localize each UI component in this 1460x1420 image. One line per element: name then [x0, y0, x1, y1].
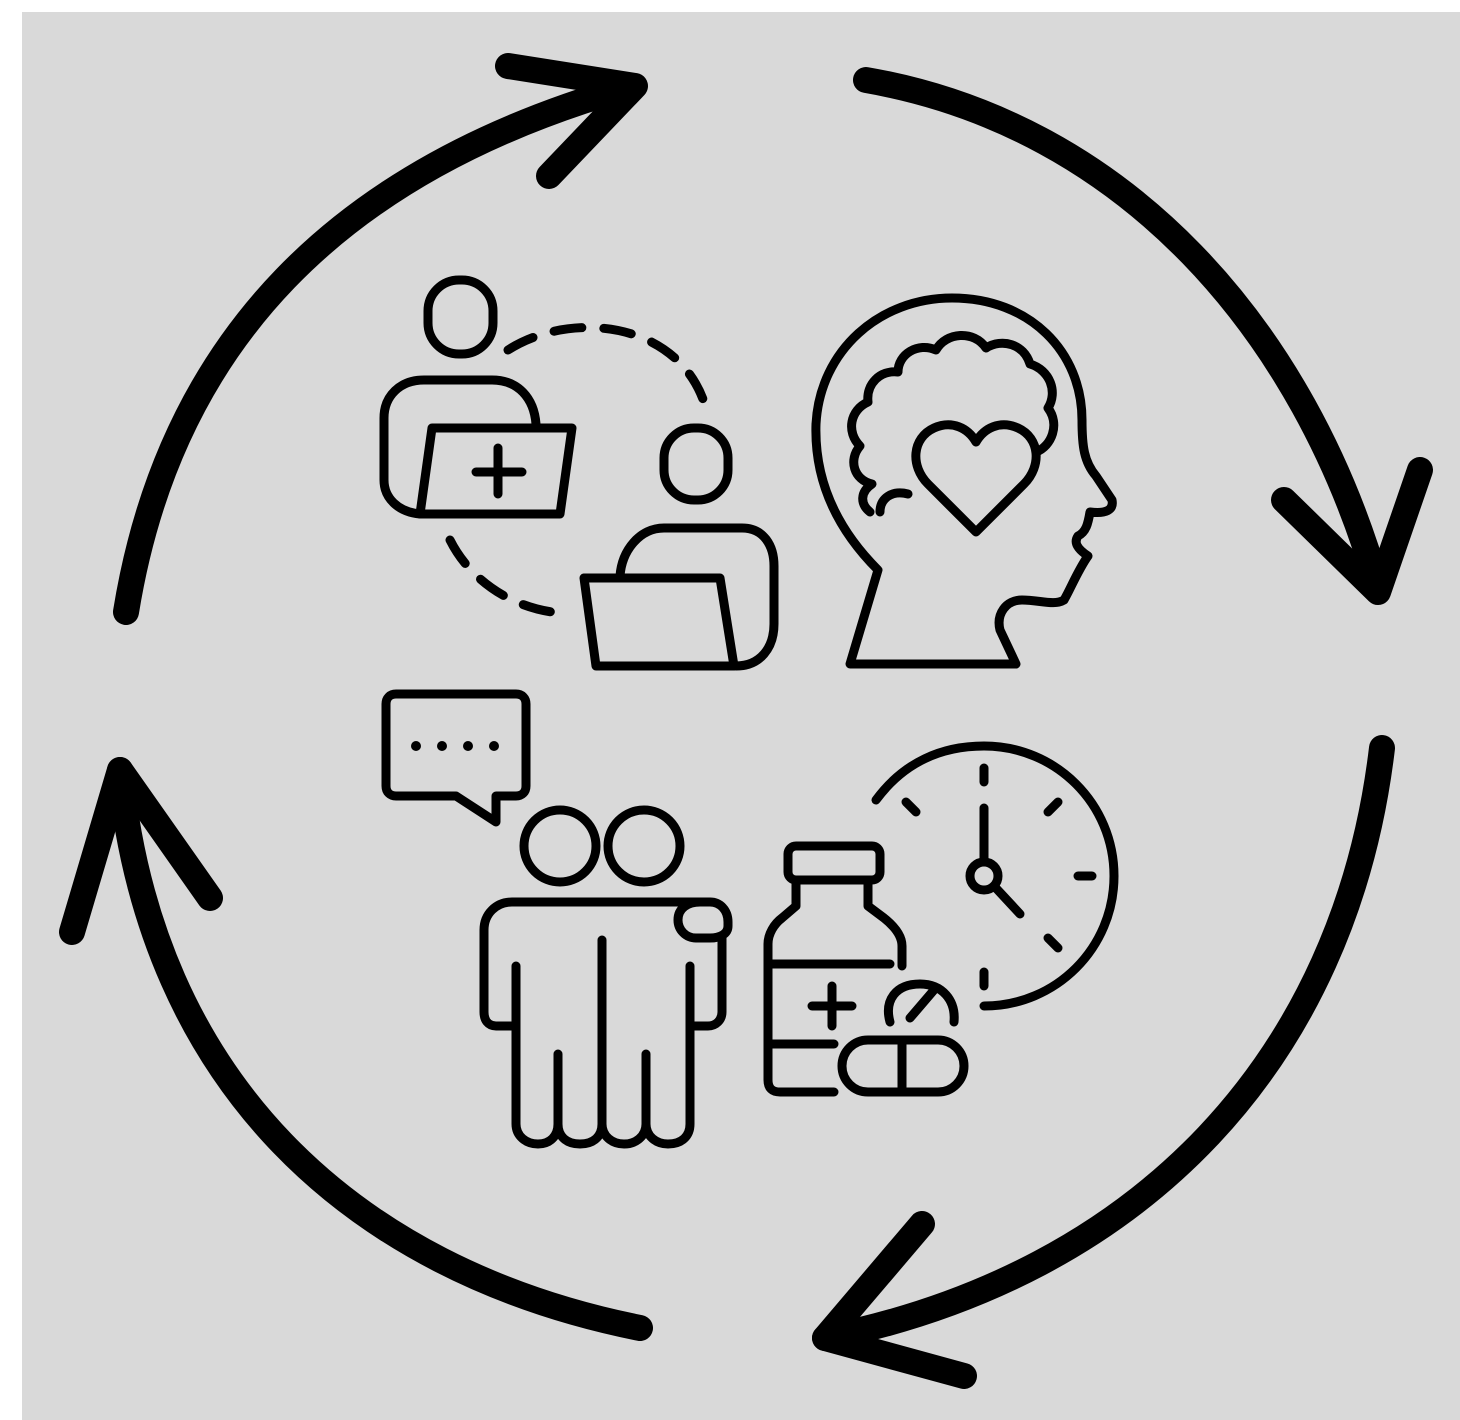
diagram-panel	[22, 12, 1460, 1420]
doctor-laptop-icon	[415, 423, 577, 519]
medication-schedule-icon	[763, 741, 1119, 1097]
person-right-body-icon	[641, 961, 695, 1149]
diagram-background	[22, 12, 1460, 1420]
round-tablet-icon	[884, 979, 959, 1027]
chat-bubble-icon	[381, 689, 531, 827]
bottle-label-icon	[763, 959, 895, 1049]
connection-dashes-top	[503, 323, 711, 413]
clock-icon	[871, 741, 1119, 1011]
peer-support-icon	[381, 689, 733, 1149]
medical-cross-icon	[471, 443, 527, 499]
doctor-head-icon	[423, 275, 498, 359]
connection-dashes-bottom	[445, 535, 557, 617]
person-right-head-icon	[603, 805, 685, 887]
brain-icon	[847, 331, 1059, 517]
patient-head-icon	[659, 423, 733, 505]
telehealth-consultation-icon	[379, 275, 779, 671]
bottle-cap-icon	[783, 841, 885, 885]
clock-ticks-icon	[901, 763, 1097, 991]
bottle-cross-icon	[807, 981, 857, 1031]
chat-dots-icon	[411, 741, 499, 751]
mental-health-icon	[811, 293, 1117, 669]
patient-laptop-icon	[579, 573, 739, 671]
clock-hands-icon	[979, 803, 1025, 919]
head-profile-icon	[811, 293, 1117, 669]
person-left-head-icon	[519, 805, 601, 887]
arrow-bottom-left	[59, 757, 653, 1341]
cycle-diagram	[22, 12, 1460, 1420]
heart-icon	[911, 420, 1041, 537]
person-left-body-icon	[479, 897, 705, 1031]
pill-bottle-icon	[763, 875, 907, 1097]
arrow-top-left	[113, 53, 648, 625]
arrow-top-right	[853, 67, 1433, 605]
shoulder-hand-icon	[673, 897, 733, 943]
arrow-bottom-right	[812, 735, 1395, 1389]
